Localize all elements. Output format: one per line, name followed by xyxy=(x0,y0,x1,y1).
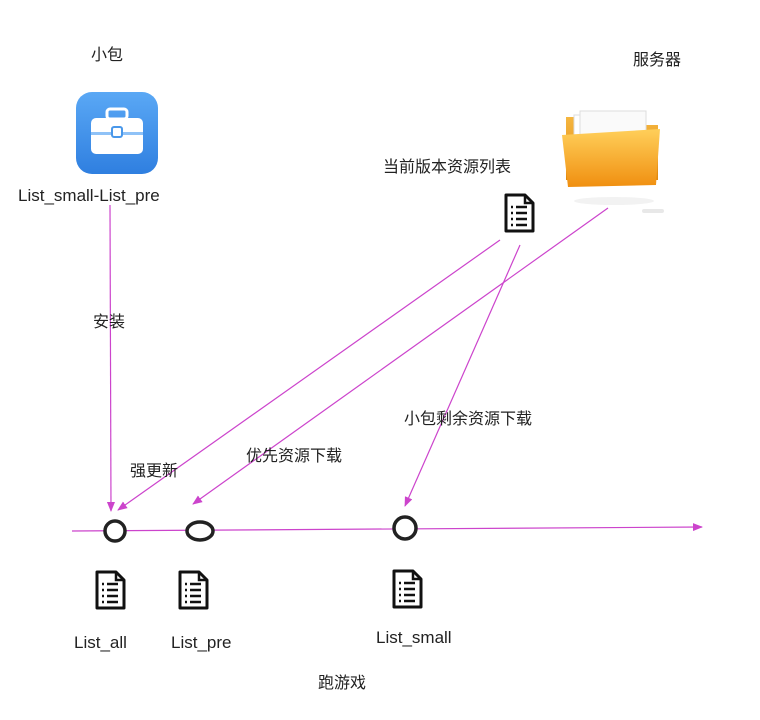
install-label: 安装 xyxy=(93,312,126,331)
list-pre-label: List_pre xyxy=(171,633,232,652)
app-list-label: List_small-List_pre xyxy=(18,186,160,205)
node-list-all xyxy=(103,519,127,543)
document-list-icon xyxy=(392,569,423,609)
priority-download-arrow xyxy=(192,207,609,505)
install-arrow xyxy=(106,204,115,512)
timeline-label: 跑游戏 xyxy=(318,673,367,692)
remaining-download-label: 小包剩余资源下载 xyxy=(404,409,533,428)
document-list-icon xyxy=(95,570,126,610)
timeline-arrow xyxy=(71,523,703,532)
folder-icon xyxy=(562,110,664,213)
node-list-small xyxy=(392,515,418,541)
small-package-title: 小包 xyxy=(91,45,124,64)
server-resource-list-label: 当前版本资源列表 xyxy=(383,157,512,176)
list-all-label: List_all xyxy=(74,633,127,652)
node-list-pre xyxy=(185,520,215,542)
force-update-arrow xyxy=(117,239,501,511)
list-small-label: List_small xyxy=(376,628,452,647)
server-title: 服务器 xyxy=(633,50,682,69)
document-list-icon xyxy=(178,570,209,610)
priority-download-label: 优先资源下载 xyxy=(246,446,343,465)
force-update-label: 强更新 xyxy=(130,461,179,480)
briefcase-icon xyxy=(76,92,158,174)
document-list-icon xyxy=(504,193,535,233)
remaining-download-arrow xyxy=(404,244,521,507)
